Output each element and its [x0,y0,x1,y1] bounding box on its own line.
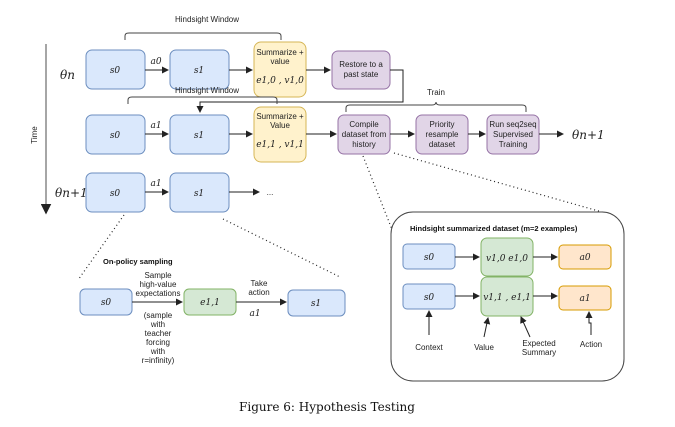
figure-caption: Figure 6: Hypothesis Testing [239,400,415,414]
dataset-row2-value-summary-label: v1,1 , e1,1 [483,293,531,303]
on-policy-title: On-policy sampling [103,257,173,266]
onpolicy-s1-label: s1 [311,299,321,309]
sample-label-line2: high-value [140,280,177,289]
hindsight-window-label-2: Hindsight Window [175,86,239,95]
take-action-line2: action [248,288,269,297]
summarize-row2-line2: Value [270,121,290,130]
summarize-row2-math: e1,1 , v1,1 [256,140,304,150]
compile-line1: Compile [349,120,379,129]
ellipsis-label: ... [267,188,274,197]
time-axis-label: Time [30,126,39,144]
zoom-line-dataset-right [393,152,603,213]
dataset-row1-context-label: s0 [424,253,435,263]
theta-n-label: θn [60,68,75,82]
state-s1-row3-label: s1 [194,189,204,199]
dataset-row1-value-summary-label: v1,0 e1,0 [486,254,528,264]
action-a0-label: a0 [150,57,161,67]
action-a1-row2-label: a1 [150,121,161,131]
dataset-row1-action-label: a0 [579,253,590,263]
hindsight-window-brace-2 [127,96,278,104]
restore-line1: Restore to a [339,60,383,69]
dataset-row2-context-label: s0 [424,293,435,303]
zoom-line-left [77,214,125,281]
state-s1-row2-label: s1 [194,131,204,141]
state-s1-row1-label: s1 [194,66,204,76]
summarize-row1-line1: Summarize + [256,48,304,57]
compile-line2: dataset from [342,130,387,139]
seq2seq-line2: Supervised [493,130,533,139]
dataset-row2-action-label: a1 [579,294,590,304]
theta-n-plus-1-label: θn+1 [55,186,88,200]
state-s0-row1-label: s0 [110,66,121,76]
sample-label-line3: expectations [136,289,181,298]
theta-n-plus-1-output: θn+1 [572,128,605,142]
restore-line2: past state [344,70,379,79]
sample-note-line1: (sample [144,311,173,320]
seq2seq-line1: Run seq2seq [489,120,536,129]
onpolicy-a1-label: a1 [249,309,260,319]
dataset-row1-action [558,244,612,270]
edge-restore-loopback [196,69,404,113]
sample-note-line4: forcing [146,338,170,347]
zoom-line-right [222,218,341,278]
sample-note-line3: teacher [145,329,172,338]
value-pointer [483,317,491,338]
train-label: Train [427,88,445,97]
sample-note-line2: with [150,320,165,329]
annotation-expected-summary-line2: Summary [522,348,556,357]
expected-summary-pointer [520,316,531,338]
take-action-line1: Take [251,279,268,288]
seq2seq-line3: Training [499,140,528,149]
summarize-row1-line2: value [270,57,290,66]
summarize-row2-line1: Summarize + [256,112,304,121]
priority-line2: resample [426,130,459,139]
sample-note-line6: r=infinity) [142,356,175,365]
zoom-line-dataset-left [362,155,394,233]
annotation-value: Value [474,343,494,352]
compile-line3: history [352,140,376,149]
hindsight-window-label-1: Hindsight Window [175,15,239,24]
annotation-action: Action [580,340,602,349]
dataset-row2-action [558,285,612,311]
priority-line3: dataset [429,140,456,149]
action-pointer [585,311,593,335]
onpolicy-state-s1 [287,289,346,317]
annotation-expected-summary-line1: Expected [522,339,555,348]
priority-line1: Priority [430,120,455,129]
sample-label-line1: Sample [144,271,172,280]
onpolicy-e11-label: e1,1 [200,298,220,308]
state-s0-row2-label: s0 [110,131,121,141]
dataset-panel-title: Hindsight summarized dataset (m=2 exampl… [410,224,578,233]
train-brace [345,101,527,112]
hindsight-window-brace-1 [124,32,282,40]
sample-note-line5: with [150,347,165,356]
action-a1-row3-label: a1 [150,179,161,189]
onpolicy-s0-label: s0 [101,298,112,308]
state-s0-row3-label: s0 [110,189,121,199]
summarize-row1-math: e1,0 , v1,0 [256,76,304,86]
annotation-context: Context [415,343,443,352]
